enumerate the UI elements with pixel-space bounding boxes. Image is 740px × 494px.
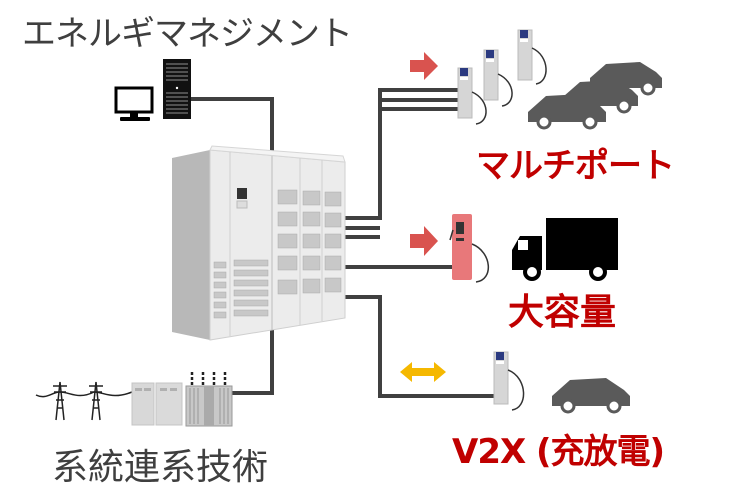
charger-icon <box>517 29 547 85</box>
v2x-label: V2X (充放電) <box>452 432 665 472</box>
multiport-chargers-icon <box>457 29 547 125</box>
monitor-icon <box>114 86 154 121</box>
car-icon <box>528 94 606 130</box>
cabinet-vent-grilles <box>213 189 342 319</box>
charger-icon <box>483 49 513 107</box>
charger-icon <box>457 67 487 125</box>
multiport-arrow-icon <box>410 52 438 80</box>
line-cabinet-to-grid <box>232 316 274 395</box>
v2x-charger-icon <box>493 351 525 411</box>
v2x-car-icon <box>552 378 630 414</box>
line-management-to-cabinet <box>190 97 274 160</box>
grid-interconnection-label: 系統連系技術 <box>52 447 269 488</box>
bidirectional-arrow-icon <box>400 362 446 382</box>
tower-icon <box>53 381 67 421</box>
large-capacity-arrow-icon <box>410 226 438 256</box>
line-v2x <box>340 295 500 398</box>
tower-icon <box>89 381 103 421</box>
multiport-cars-icon <box>528 62 662 130</box>
line-multiport-1 <box>340 88 462 220</box>
large-capacity-label: 大容量 <box>508 292 617 333</box>
large-capacity-charger-icon <box>449 214 490 283</box>
multiport-label: マルチポート <box>476 146 675 186</box>
connection-lines <box>190 88 500 398</box>
truck-icon <box>512 218 618 281</box>
power-conditioner-cabinet-icon <box>172 145 346 341</box>
switchgear-icon <box>131 382 183 426</box>
server-icon <box>163 59 191 119</box>
transmission-towers-icon <box>35 381 133 421</box>
transformer-icon <box>185 372 233 427</box>
energy-management-label: エネルギマネジメント <box>22 14 353 54</box>
